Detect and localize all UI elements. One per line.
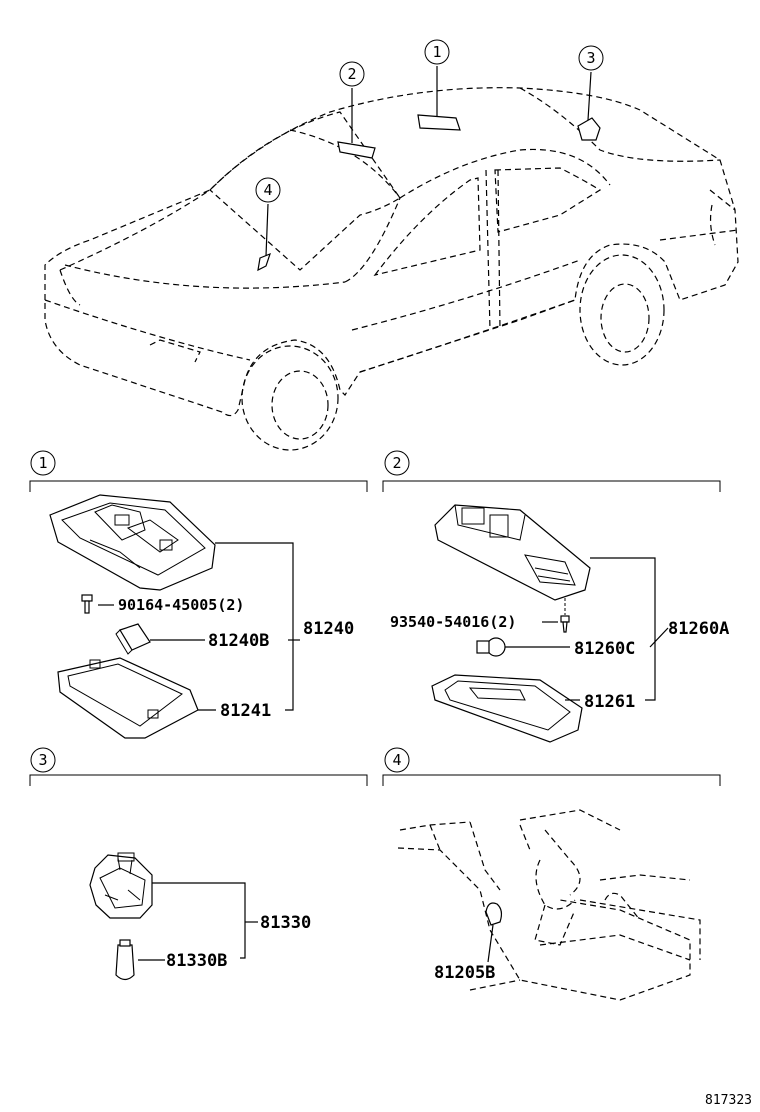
part-81330B: 81330B: [166, 951, 227, 971]
section-3-number: 3: [38, 751, 47, 769]
part-81330: 81330: [260, 913, 311, 933]
svg-text:2: 2: [347, 65, 356, 83]
section-4: 4 81205B: [382, 747, 721, 1001]
section-2: 2: [382, 450, 729, 743]
wedge-bulb-icon: [476, 637, 506, 657]
lamp-marker-2: [337, 141, 376, 159]
map-lamp-lens: [431, 674, 583, 743]
lamp-marker-4: [257, 252, 271, 272]
section-2-bracket: [382, 480, 721, 492]
section-1: 1: [29, 450, 368, 739]
part-93540-54016: 93540-54016(2): [390, 613, 516, 631]
part-81240: 81240: [303, 619, 354, 639]
section-1-bracket: [29, 480, 368, 492]
screw-icon: [560, 598, 570, 633]
section-2-number: 2: [392, 454, 401, 472]
part-81260A: 81260A: [668, 619, 729, 639]
lamp-marker-3: [577, 117, 601, 141]
trunk-lamp-assembly-icon: [89, 852, 153, 919]
svg-text:3: 3: [586, 49, 595, 67]
callout-2: 2: [339, 61, 365, 87]
part-90164-45005: 90164-45005(2): [118, 596, 244, 614]
section-3-bracket: [29, 774, 368, 786]
part-81240B: 81240B: [208, 631, 269, 651]
car-overview: 1 2 3 4: [44, 39, 739, 451]
part-81260C: 81260C: [574, 639, 635, 659]
lamp-marker-1: [417, 114, 461, 131]
room-lamp-housing: [49, 494, 216, 591]
part-81205B: 81205B: [434, 963, 495, 983]
callout-4: 4: [255, 177, 281, 203]
figure-id: 817323: [705, 1093, 752, 1108]
ignition-bulb-icon: [485, 902, 503, 926]
map-lamp-housing: [434, 504, 591, 601]
section-1-number: 1: [38, 454, 47, 472]
callout-3: 3: [578, 45, 604, 71]
part-81241: 81241: [220, 701, 271, 721]
callout-1: 1: [424, 39, 450, 65]
festoon-bulb-icon: [115, 623, 151, 655]
room-lamp-lens: [57, 657, 199, 739]
svg-text:1: 1: [432, 43, 441, 61]
screw-icon: [81, 594, 93, 614]
section-4-bracket: [382, 774, 721, 786]
section-3: 3 81330 81330B: [29, 747, 368, 981]
wedge-bulb-icon: [115, 939, 135, 981]
ignition-area-illustration: [397, 809, 701, 1001]
part-81261: 81261: [584, 692, 635, 712]
svg-text:4: 4: [263, 181, 272, 199]
section-4-number: 4: [392, 751, 401, 769]
